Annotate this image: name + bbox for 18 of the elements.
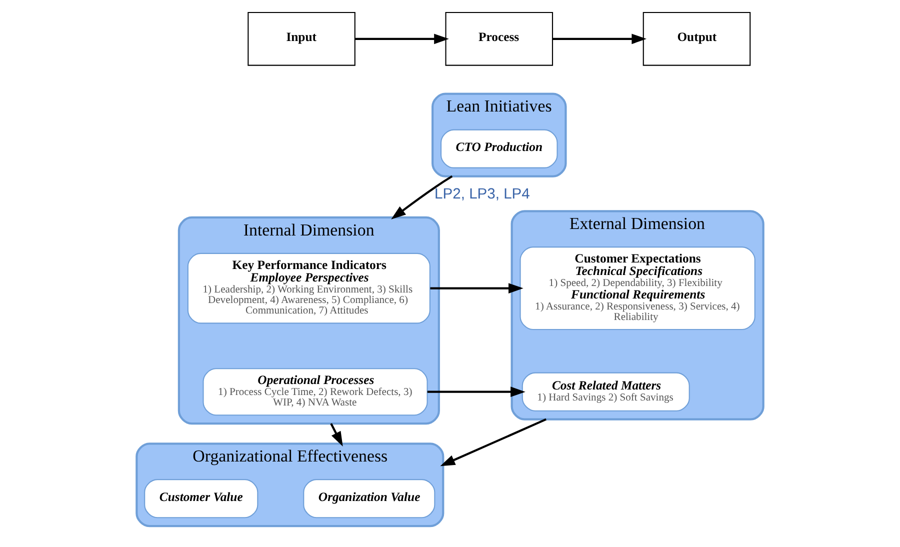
edge-label: LP2, LP3, LP4	[434, 186, 530, 203]
arrow	[440, 418, 547, 466]
node-box: Customer Value	[144, 479, 258, 518]
node-box: Output	[642, 12, 751, 66]
node-box: Process	[445, 12, 554, 66]
node-box: Customer Expectations Technical Specifications 1) Speed, 2) Dependability, 3) Flexibility Functional Requirements 1) Assurance, 2) Responsiveness, 3) Services, 4) Reliability	[520, 246, 756, 330]
arrow	[552, 34, 647, 44]
arrow	[430, 283, 524, 294]
node-box: Key Performance Indicators Employee Perspectives 1) Leadership, 2) Working Environment, 3) Skills Development, 4) Awareness, 5) Compliance, 6) Communication, 7) Attitudes	[187, 252, 430, 324]
arrow	[355, 34, 449, 44]
arrow	[330, 423, 343, 446]
node-box: Operational Processes 1) Process Cycle Time, 2) Rework Defects, 3) WIP, 4) NVA Waste	[202, 368, 428, 416]
arrow	[427, 386, 526, 398]
node-box: Cost Related Matters 1) Hard Savings 2) Soft Savings	[522, 372, 690, 412]
arrow	[391, 175, 453, 220]
node-box: Input	[248, 12, 356, 66]
node-box: CTO Production	[440, 129, 558, 168]
node-box: Organization Value	[303, 479, 436, 518]
